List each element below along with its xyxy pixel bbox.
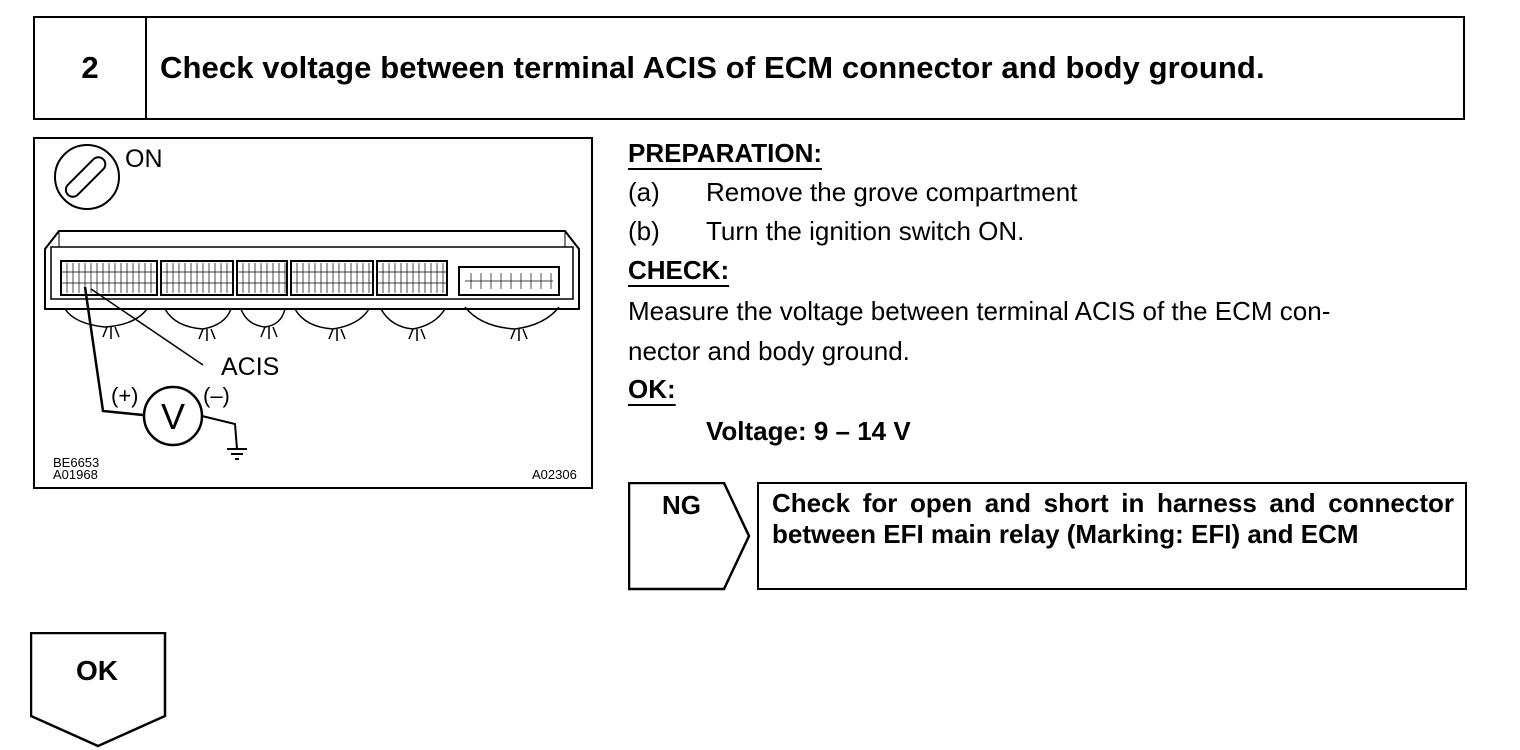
svg-text:V: V	[161, 396, 185, 437]
prep-item-text: Turn the ignition switch ON.	[706, 216, 1025, 246]
step-header-divider	[145, 16, 147, 120]
step-title: Check voltage between terminal ACIS of E…	[160, 50, 1265, 85]
step-header-box	[33, 16, 1465, 120]
ecm-connector-illustration: V	[44, 144, 580, 460]
figure-code: BE6653	[53, 455, 100, 470]
figure-code: A02306	[532, 467, 577, 482]
acis-terminal-label: ACIS	[221, 353, 280, 381]
voltmeter-icon: V	[142, 385, 204, 447]
negative-probe-label: (–)	[203, 383, 230, 408]
check-text-line: Measure the voltage between terminal ACI…	[628, 296, 1331, 326]
ng-label: NG	[662, 490, 701, 520]
ok-branch-label: OK	[76, 655, 118, 686]
ok-voltage-spec: Voltage: 9 – 14 V	[706, 416, 911, 446]
ecm-connector-icon	[44, 230, 580, 310]
prep-item-marker: (a)	[628, 177, 660, 207]
positive-probe-label: (+)	[111, 383, 139, 408]
step-number: 2	[81, 50, 99, 85]
wiring-figure: V ON ACIS (+) (–) BE6653 A01968 A02306	[33, 137, 593, 489]
prep-item-text: Remove the grove compartment	[706, 177, 1078, 207]
wire-harness	[64, 306, 560, 341]
ng-action-box	[757, 482, 1467, 590]
prep-item-marker: (b)	[628, 216, 660, 246]
ignition-on-label: ON	[125, 145, 163, 173]
ng-arrow-icon	[628, 482, 751, 591]
ignition-key-icon	[54, 144, 120, 210]
ground-icon	[201, 415, 247, 460]
preparation-heading: PREPARATION:	[628, 138, 823, 168]
figure-code: A01968	[53, 467, 98, 482]
check-text-line: nector and body ground.	[628, 336, 910, 366]
ok-heading: OK:	[628, 374, 676, 404]
check-heading: CHECK:	[628, 255, 730, 285]
ng-action-text: Check for open and short in harness and …	[772, 488, 1454, 549]
ok-arrow-icon	[30, 632, 167, 748]
